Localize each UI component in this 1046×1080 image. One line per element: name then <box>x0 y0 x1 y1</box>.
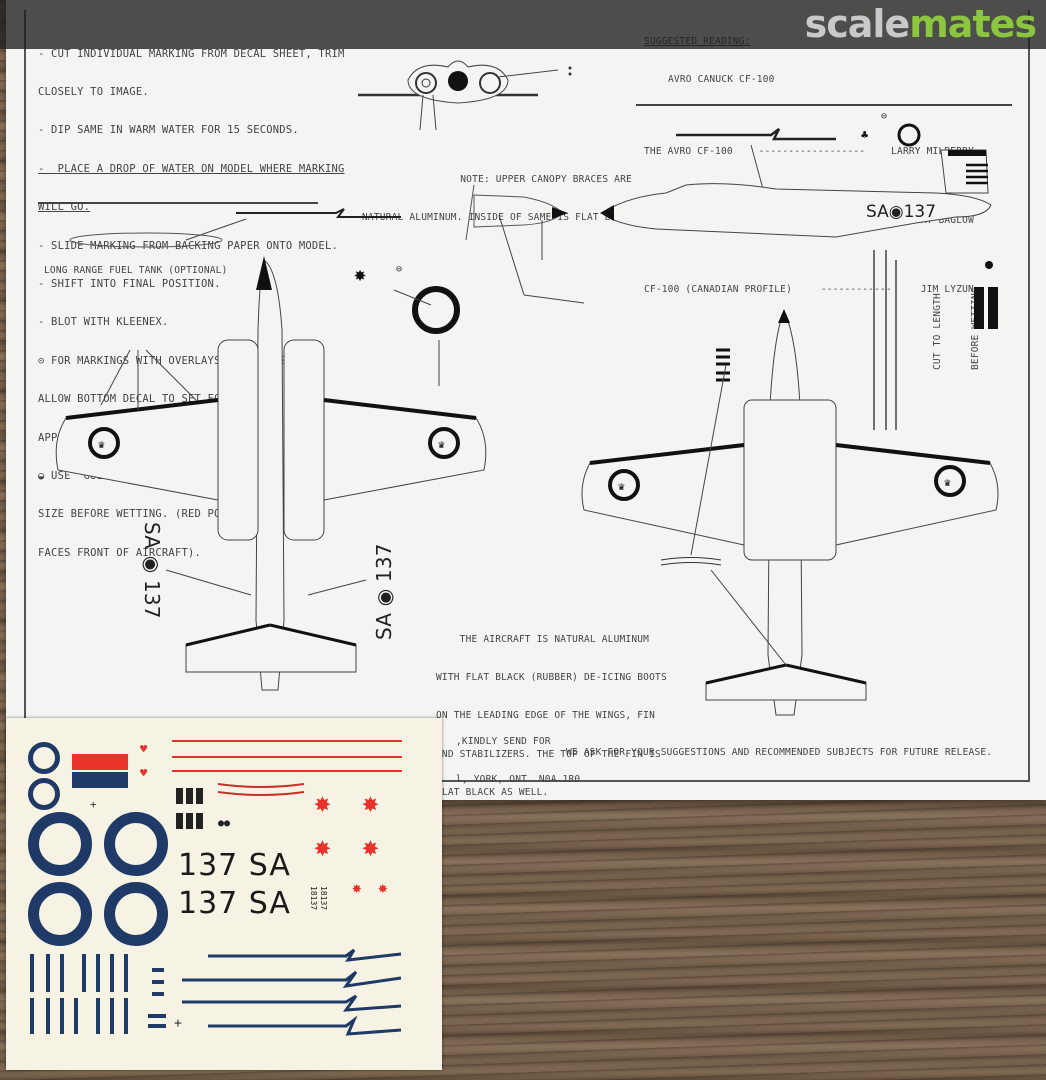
divider <box>38 202 318 204</box>
dot-marks: ●● <box>218 818 231 829</box>
instruction-line: WILL GO. <box>38 201 91 214</box>
maple-leaf-icon: ✸ <box>362 786 379 819</box>
roundel-large <box>28 882 92 946</box>
side-view-drawing: SA◉137 ⊖ ♣ <box>600 111 992 238</box>
divider <box>636 104 1012 106</box>
instruction-line: - DIP SAME IN WARM WATER FOR 15 SECONDS. <box>38 124 299 137</box>
aircraft-finish-note: THE AIRCRAFT IS NATURAL ALUMINUM WITH FL… <box>436 633 667 799</box>
instruction-line: - PLACE A DROP OF WATER ON MODEL WHERE M… <box>38 162 345 175</box>
fin-stripe <box>46 954 50 992</box>
maple-leaf-icon: ✸ <box>354 262 367 286</box>
maple-leaf-icon: ✸ <box>314 830 331 863</box>
instruction-line: FACES FRONT OF AIRCRAFT). <box>38 546 202 559</box>
side-view-code: SA◉137 <box>866 202 936 222</box>
fin-stripe <box>124 954 128 992</box>
maple-leaf-icon: ♥ <box>140 742 148 756</box>
roundel-callout: ⊖ <box>393 264 460 386</box>
left-wing-code: SA ◉ 137 <box>140 522 164 619</box>
instruction-line: CLOSELY TO IMAGE. <box>38 85 149 98</box>
fin-stripe <box>60 954 64 992</box>
svg-text:♛: ♛ <box>98 438 105 451</box>
roundel-small <box>28 742 60 774</box>
maple-leaf-icon: ✸ <box>314 786 331 819</box>
fin-stripe <box>30 998 34 1034</box>
svg-text:♛: ♛ <box>944 476 951 489</box>
scalemates-logo[interactable]: scalemates <box>804 2 1037 46</box>
contact-text: ,KINDLY SEND FOR l, YORK, ONT. N0A 1R0 <box>456 735 581 785</box>
maple-leaf-icon: ✸ <box>378 878 388 897</box>
top-view-drawing-left: ♛ ♛ <box>55 256 487 691</box>
ladder-mark <box>152 992 164 996</box>
ladder-mark <box>148 1014 166 1018</box>
watermark-banner: scalemates <box>0 0 1046 49</box>
fin-stripe <box>46 998 50 1034</box>
front-view-drawing <box>358 60 572 131</box>
serial-small: 18137 <box>309 886 318 911</box>
svg-text:⊖: ⊖ <box>881 111 887 122</box>
stencil-block <box>176 788 204 804</box>
crosshair-mark: + <box>174 1016 182 1031</box>
nose-detail-drawing <box>465 184 585 304</box>
crosshair-mark: + <box>90 798 97 811</box>
ladder-mark <box>152 968 164 972</box>
fin-stripe <box>110 954 114 992</box>
maple-leaf-icon: ♥ <box>140 766 148 780</box>
fin-flash-guide <box>974 261 998 329</box>
svg-text:⊖: ⊖ <box>396 264 402 275</box>
red-stripe <box>172 770 402 772</box>
fin-stripe <box>96 998 100 1034</box>
roundel-large <box>104 882 168 946</box>
serial-small: 18137 <box>319 886 328 911</box>
red-stripe <box>172 740 402 742</box>
reading-item: AVRO CANUCK CF-100 <box>668 73 775 85</box>
svg-text:♣: ♣ <box>861 128 868 142</box>
fin-stripe <box>124 998 128 1034</box>
fin-stripe <box>96 954 100 992</box>
fuel-tank-drawing <box>69 208 401 248</box>
footer-note: WE ASK FOR YOUR SUGGESTIONS AND RECOMMEN… <box>566 747 993 758</box>
decal-sheet: ♥ ♥ + ●● ✸ ✸ ✸ ✸ ✸ ✸ 137 SA 137 SA 18137… <box>6 718 442 1070</box>
fin-flash-blue <box>72 772 128 788</box>
fin-stripe <box>74 998 78 1034</box>
maple-leaf-icon: ✸ <box>352 878 362 897</box>
aircraft-code: 137 SA <box>178 848 291 883</box>
roundel-small <box>28 778 60 810</box>
lightning-stripes <box>182 948 402 1036</box>
right-wing-code: SA ◉ 137 <box>372 543 396 640</box>
instruction-line: - SHIFT INTO FINAL POSITION. <box>38 277 221 290</box>
svg-text:♛: ♛ <box>618 480 625 493</box>
fin-stripe <box>82 954 86 992</box>
reading-item: CF-100 (CANADIAN PROFILE) ------------ J… <box>644 283 974 295</box>
guide-lines <box>873 250 897 430</box>
sheet-border <box>24 10 1030 782</box>
maple-leaf-icon: ✸ <box>362 830 379 863</box>
stencil-block <box>176 813 204 829</box>
ladder-mark <box>152 980 164 984</box>
top-view-drawing-right: ♛ ♛ <box>581 309 999 716</box>
aircraft-code: 137 SA <box>178 886 291 921</box>
fin-flash-red <box>72 754 128 770</box>
fin-stripe <box>60 998 64 1034</box>
instruction-sheet: - CUT INDIVIDUAL MARKING FROM DECAL SHEE… <box>6 0 1046 800</box>
instruction-line: - CUT INDIVIDUAL MARKING FROM DECAL SHEE… <box>38 47 345 60</box>
fuel-tank-label: LONG RANGE FUEL TANK (OPTIONAL) <box>44 265 228 276</box>
ladder-mark <box>148 1024 166 1028</box>
red-curve-stripes <box>217 783 305 796</box>
roundel-large <box>104 812 168 876</box>
fin-stripe <box>30 954 34 992</box>
red-stripe <box>172 756 402 758</box>
svg-text:♛: ♛ <box>438 438 445 451</box>
fin-stripe <box>110 998 114 1034</box>
roundel-large <box>28 812 92 876</box>
instruction-line: - BLOT WITH KLEENEX. <box>38 316 169 329</box>
